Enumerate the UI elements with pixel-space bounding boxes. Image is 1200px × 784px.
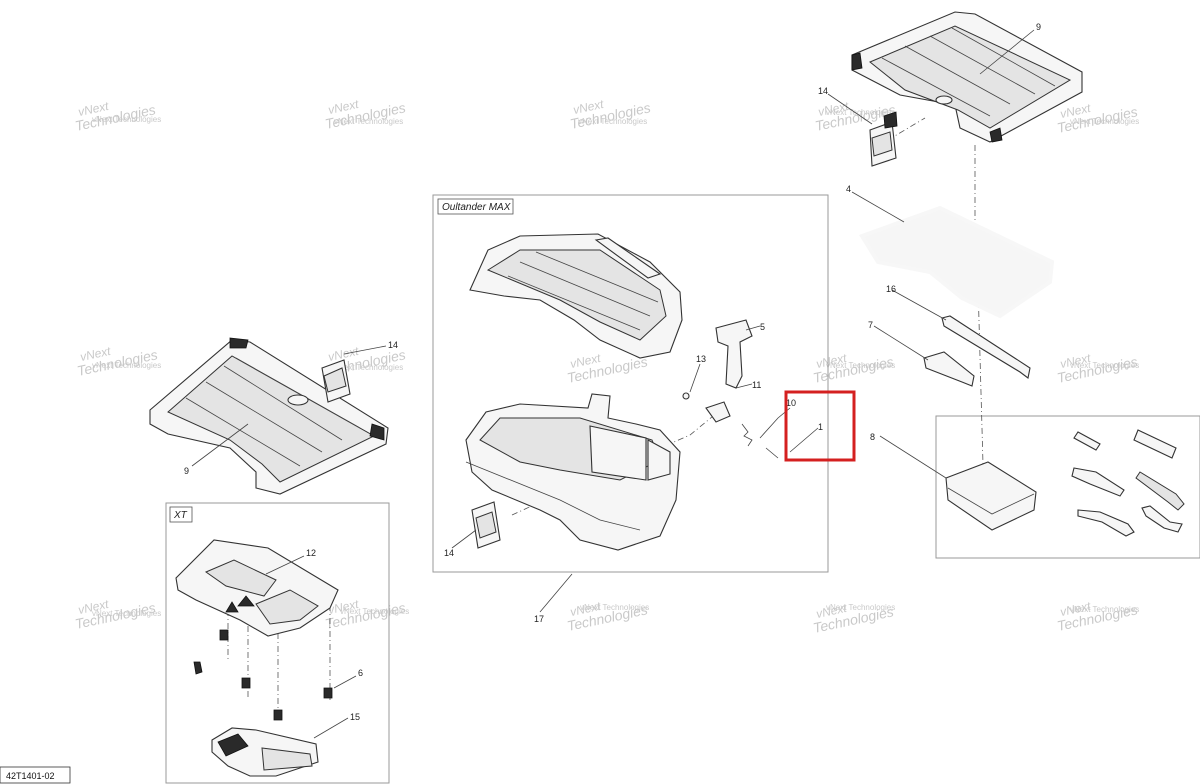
watermark-large: vNext	[1059, 351, 1093, 371]
frame-label-box	[437, 198, 514, 215]
xt-lock-15	[211, 727, 319, 777]
screw-13	[682, 392, 690, 400]
hinge-16	[941, 315, 1031, 379]
part-number-17: 17	[534, 614, 544, 624]
watermark-large: vNext	[79, 344, 113, 364]
rack-left	[149, 337, 389, 495]
part-number-14c: 14	[444, 548, 454, 558]
frame-xt	[165, 502, 390, 784]
bracket-14-left	[321, 359, 351, 403]
watermark-small: vNext Technologies	[334, 363, 403, 372]
bracket-14-top	[869, 111, 898, 167]
tool-kit-8	[945, 429, 1185, 537]
storage-lid-max	[469, 233, 683, 359]
leader-line	[873, 325, 929, 361]
leader-line	[979, 29, 1035, 75]
storage-bin-max	[465, 393, 681, 551]
watermark-small: vNext Technologies	[92, 115, 161, 124]
latch-5	[715, 319, 753, 389]
watermark-small: vNext Technologies	[1070, 605, 1139, 614]
watermark-small: vNext Technologies	[826, 108, 895, 117]
leader-line	[735, 383, 753, 389]
watermark-small: vNext Technologies	[1070, 361, 1139, 370]
frame-outlander-max	[432, 194, 829, 573]
frame-label-xt: XT	[173, 510, 188, 521]
watermark-small: vNext Technologies	[92, 609, 161, 618]
part-number-10: 10	[786, 398, 796, 408]
part-number-5: 5	[760, 322, 765, 332]
seal-frame-4	[859, 205, 1055, 319]
part-number-9: 9	[1036, 22, 1041, 32]
watermark-small: vNext Technologies	[826, 603, 895, 612]
part-number-7: 7	[868, 320, 873, 330]
rack-top-right	[851, 11, 1083, 143]
leader-line	[539, 573, 573, 613]
leader-line	[851, 191, 905, 223]
leader-line	[191, 423, 249, 467]
leader-line	[343, 345, 387, 355]
watermark-small: vNext Technologies	[1070, 117, 1139, 126]
watermark-small: vNext Technologies	[578, 117, 647, 126]
watermark-large: vNext	[327, 97, 361, 117]
part-highlight-box[interactable]	[784, 390, 856, 462]
watermark-large: vNext	[327, 344, 361, 364]
leader-line	[879, 435, 947, 479]
watermark-large: vNext	[1059, 599, 1093, 619]
watermark-large: vNext	[77, 597, 111, 617]
watermark-large: vNext	[569, 599, 603, 619]
frame-label-max: Oultander MAX	[442, 202, 511, 213]
frame-label-box	[169, 506, 193, 523]
leader-line	[891, 289, 947, 321]
latch-mech-11	[705, 401, 753, 447]
figure-reference-box	[0, 766, 71, 784]
frame-tool-kit	[935, 415, 1200, 559]
watermark-small: vNext Technologies	[826, 361, 895, 370]
leader-line	[333, 675, 357, 689]
leader-line	[451, 529, 477, 549]
part-number-4: 4	[846, 184, 851, 194]
watermark-large: vNext	[77, 99, 111, 119]
leader-line	[265, 555, 305, 575]
part-number-14: 14	[818, 86, 828, 96]
watermark-small: vNext Technologies	[340, 607, 409, 616]
part-number-9b: 9	[184, 466, 189, 476]
xt-bracket-plate	[175, 539, 339, 637]
part-number-15: 15	[350, 712, 360, 722]
part-number-12: 12	[306, 548, 316, 558]
watermark-large: vNext	[815, 601, 849, 621]
watermark-large: vNext	[815, 351, 849, 371]
leader-line	[765, 427, 819, 459]
part-number-1: 1	[818, 422, 823, 432]
watermark-large: vNext	[572, 97, 606, 117]
assembly-line	[974, 145, 985, 501]
watermark-small: vNext Technologies	[334, 117, 403, 126]
figure-reference: 42T1401-02	[6, 771, 55, 781]
part-number-8: 8	[870, 432, 875, 442]
part-number-6: 6	[358, 668, 363, 678]
watermark-small: vNext Technologies	[92, 361, 161, 370]
watermark-large: vNext	[1059, 101, 1093, 121]
watermark-large: vNext	[327, 597, 361, 617]
bracket-14-max	[471, 501, 501, 549]
watermark-small: vNext Technologies	[580, 603, 649, 612]
xt-fasteners	[193, 629, 333, 721]
leader-line	[745, 325, 761, 331]
part-number-11: 11	[752, 380, 761, 390]
assembly-line	[887, 117, 926, 141]
part-number-13: 13	[696, 354, 706, 364]
part-number-14b: 14	[388, 340, 398, 350]
leader-line	[827, 93, 873, 125]
part-number-16: 16	[886, 284, 896, 294]
bracket-7	[923, 351, 975, 387]
leader-line	[689, 363, 701, 393]
watermark-large: vNext	[569, 351, 603, 371]
leader-line	[313, 717, 349, 739]
